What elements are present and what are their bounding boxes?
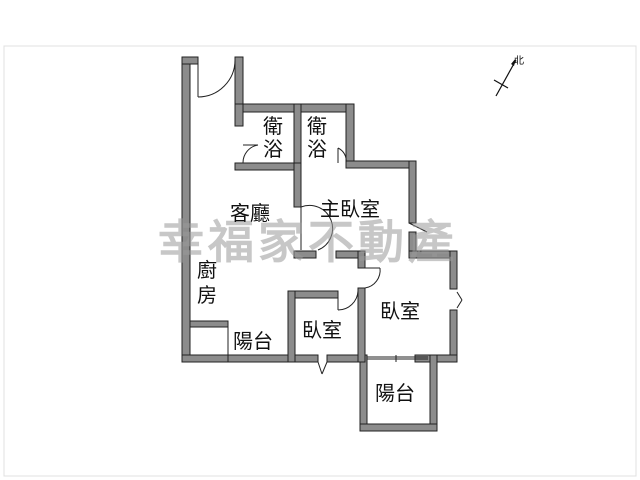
thin-lines bbox=[200, 321, 428, 363]
north-arrow-icon: 北 bbox=[493, 55, 524, 97]
bath-left-label-2: 浴 bbox=[263, 137, 283, 161]
living-room-label: 客廳 bbox=[230, 201, 270, 225]
kitchen-label-1: 廚 bbox=[197, 258, 217, 282]
bedroom-small-label: 臥室 bbox=[302, 318, 342, 342]
page-frame bbox=[3, 45, 637, 477]
master-bedroom-label: 主臥室 bbox=[320, 197, 380, 221]
bath-right-label-1: 衛 bbox=[307, 114, 327, 138]
watermark-text: 幸福家不動產 bbox=[158, 215, 458, 269]
kitchen-label-2: 房 bbox=[197, 283, 217, 307]
interior-walls bbox=[189, 103, 366, 363]
doors bbox=[197, 59, 463, 375]
bath-left-label-1: 衛 bbox=[263, 114, 283, 138]
balcony-left-label: 陽台 bbox=[233, 329, 273, 353]
north-label: 北 bbox=[514, 55, 524, 67]
balcony-bottom-label: 陽台 bbox=[375, 381, 415, 405]
bedroom-right-label: 臥室 bbox=[380, 299, 420, 323]
bath-right-label-2: 浴 bbox=[307, 137, 327, 161]
